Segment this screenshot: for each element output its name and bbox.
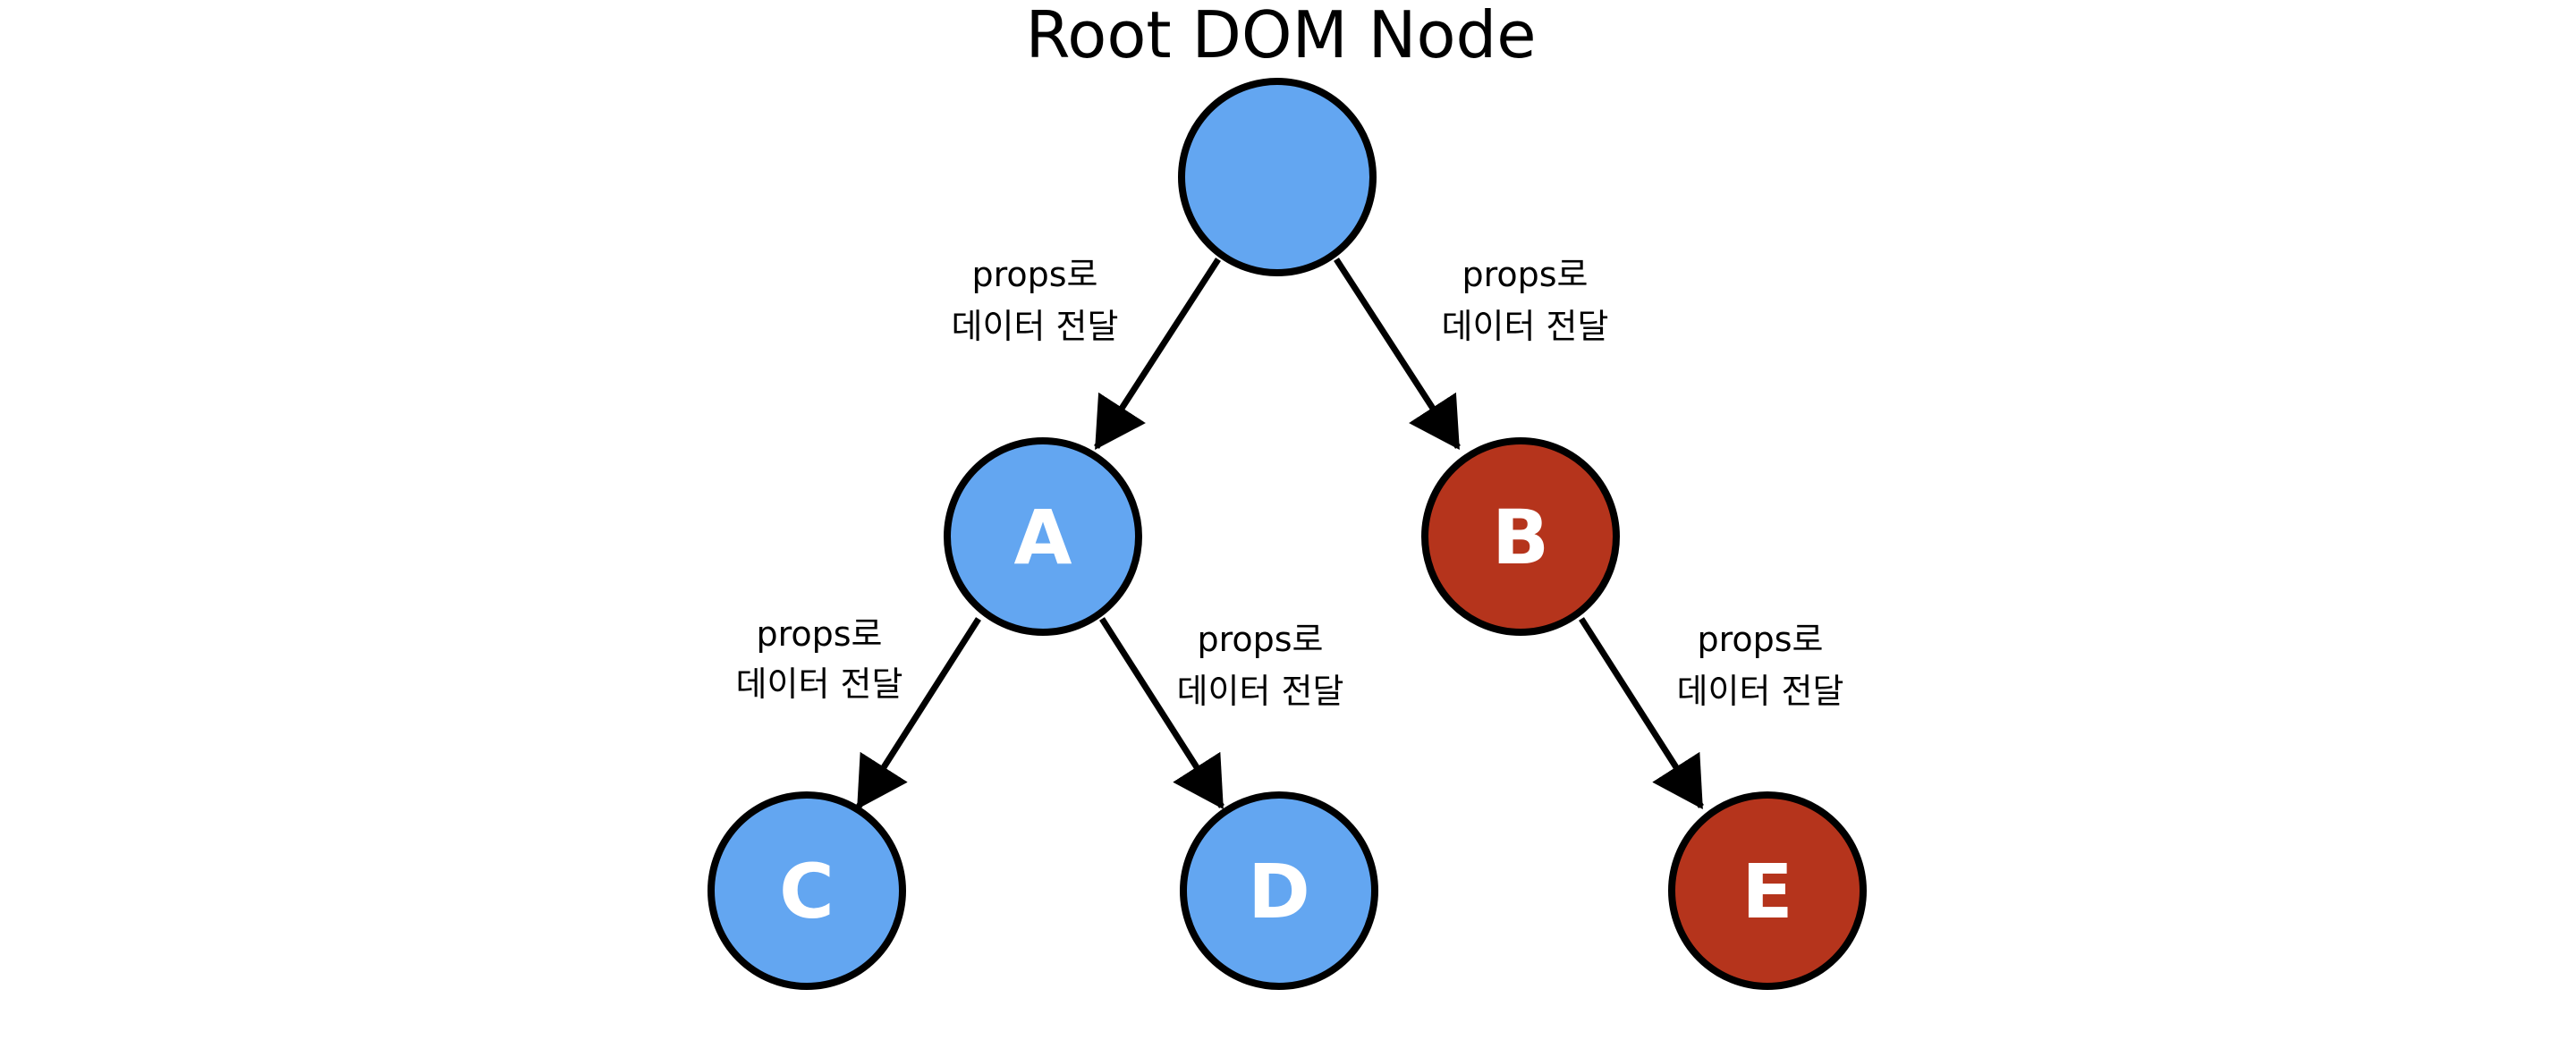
node-root-circle [1178, 78, 1377, 276]
node-b: B [1421, 437, 1620, 636]
node-d: D [1180, 791, 1378, 990]
edge-label-root-a: props로 데이터 전달 [952, 255, 1119, 346]
edge-label-line2: 데이터 전달 [1442, 307, 1609, 346]
edge-label-line2: 데이터 전달 [1677, 672, 1844, 711]
edge-b-to-e [1579, 617, 1704, 809]
nodes: A B C D E [708, 78, 1867, 990]
node-root [1178, 78, 1377, 276]
edge-label-line2: 데이터 전달 [736, 664, 903, 704]
edge-label-line1: props로 [756, 614, 882, 654]
edge-root-to-a [1094, 258, 1221, 450]
edge-label-line2: 데이터 전달 [1177, 672, 1344, 711]
node-e-label: E [1741, 848, 1792, 935]
edge-label-root-b: props로 데이터 전달 [1442, 255, 1609, 346]
edge-label-line1: props로 [1197, 620, 1323, 659]
edge-label-b-e: props로 데이터 전달 [1677, 620, 1844, 711]
node-d-circle [1180, 791, 1378, 990]
edge-label-line1: props로 [1697, 620, 1823, 659]
node-c-circle [708, 791, 906, 990]
diagram-title: Root DOM Node [1025, 0, 1536, 72]
node-e-circle [1668, 791, 1867, 990]
node-e: E [1668, 791, 1867, 990]
edge-label-a-d: props로 데이터 전달 [1177, 620, 1344, 711]
node-b-label: B [1492, 494, 1549, 581]
node-c: C [708, 791, 906, 990]
node-a-circle [944, 437, 1142, 636]
edge-a-to-c [856, 617, 981, 809]
edge-a-to-d [1099, 617, 1224, 809]
node-a-label: A [1013, 494, 1072, 581]
edge-label-line1: props로 [1462, 255, 1588, 294]
edge-label-line1: props로 [971, 255, 1097, 294]
edge-label-a-c: props로 데이터 전달 [736, 614, 903, 704]
node-c-label: C [779, 848, 835, 935]
node-a: A [944, 437, 1142, 636]
edge-root-to-b [1334, 258, 1461, 450]
edges [856, 258, 1704, 809]
edge-labels: props로 데이터 전달 props로 데이터 전달 props로 데이터 전… [736, 255, 1844, 711]
edge-label-line2: 데이터 전달 [952, 307, 1119, 346]
node-d-label: D [1248, 848, 1310, 935]
node-b-circle [1421, 437, 1620, 636]
